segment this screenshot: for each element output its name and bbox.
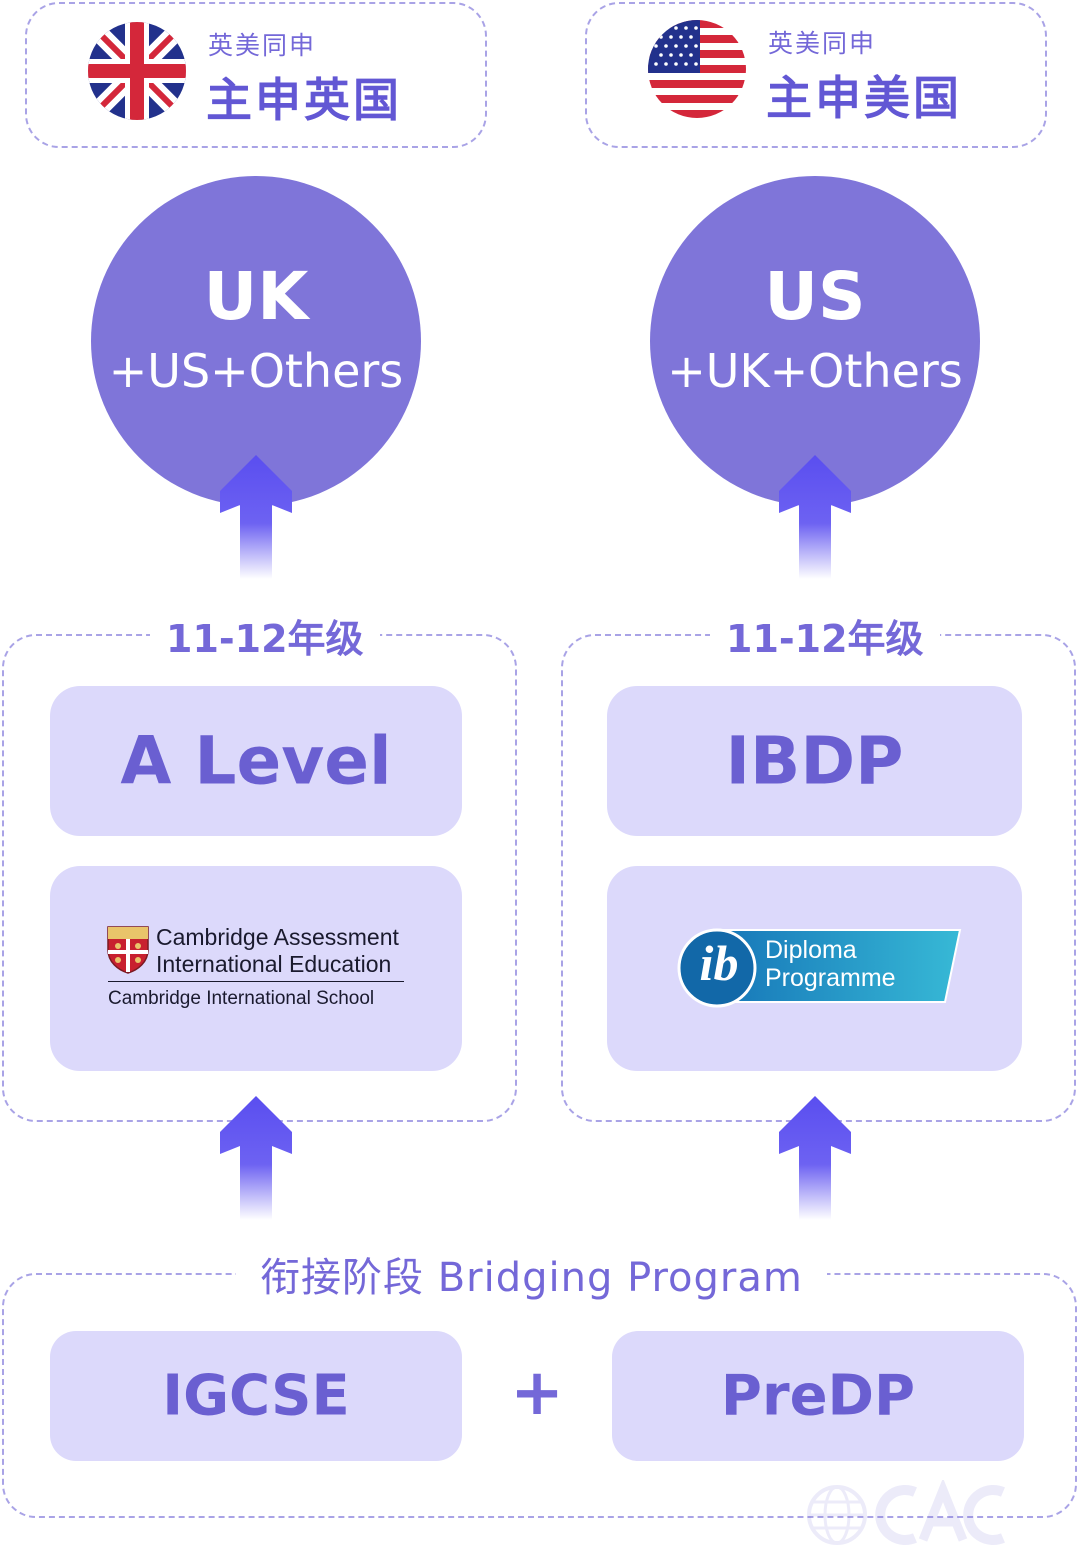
cambridge-logo-line2: International Education bbox=[156, 951, 392, 977]
watermark-logo-icon bbox=[807, 1480, 1005, 1545]
us-header-title: 主申美国 bbox=[766, 71, 962, 125]
ibdp-card: IBDP bbox=[607, 686, 1022, 836]
uk-circle-sub: +US+Others bbox=[108, 344, 404, 398]
ibdp-label: IBDP bbox=[725, 722, 904, 800]
cambridge-shield-icon bbox=[107, 926, 149, 974]
uk-header-box bbox=[25, 2, 487, 148]
left-grade-label: 11-12年级 bbox=[150, 608, 380, 663]
us-target-circle: US +UK+Others bbox=[650, 176, 980, 506]
plus-icon: + bbox=[510, 1356, 564, 1430]
ib-logo-line1: Diploma bbox=[765, 936, 857, 964]
us-circle-sub: +UK+Others bbox=[667, 344, 963, 398]
uk-target-circle: UK +US+Others bbox=[91, 176, 421, 506]
arrow-up-icon bbox=[779, 1096, 851, 1220]
us-header-box bbox=[585, 2, 1047, 148]
ib-mark: ib bbox=[699, 935, 739, 991]
cambridge-logo-line3: Cambridge International School bbox=[108, 988, 375, 1009]
ib-logo-line2: Programme bbox=[765, 964, 896, 992]
a-level-card: A Level bbox=[50, 686, 462, 836]
us-header-subtitle: 英美同申 bbox=[768, 29, 877, 58]
bridging-title: 衔接阶段 Bridging Program bbox=[236, 1245, 827, 1303]
predp-label: PreDP bbox=[720, 1363, 916, 1429]
igcse-label: IGCSE bbox=[162, 1363, 350, 1429]
igcse-card: IGCSE bbox=[50, 1331, 462, 1461]
uk-header-title: 主申英国 bbox=[206, 73, 402, 127]
us-circle-main: US bbox=[764, 258, 866, 335]
arrow-up-icon bbox=[220, 455, 292, 579]
us-flag-icon bbox=[648, 20, 746, 118]
uk-circle-main: UK bbox=[203, 258, 309, 335]
uk-header-subtitle: 英美同申 bbox=[208, 31, 317, 60]
cambridge-logo-divider bbox=[108, 981, 404, 982]
cambridge-logo-line1: Cambridge Assessment bbox=[156, 924, 399, 950]
uk-flag-icon bbox=[88, 22, 186, 120]
a-level-label: A Level bbox=[120, 722, 392, 800]
ib-ribbon-icon bbox=[677, 928, 962, 1008]
arrow-up-icon bbox=[220, 1096, 292, 1220]
ib-logo-card: ib Diploma Programme bbox=[607, 866, 1022, 1071]
right-grade-label: 11-12年级 bbox=[710, 608, 940, 663]
predp-card: PreDP bbox=[612, 1331, 1024, 1461]
cambridge-logo-card: Cambridge Assessment International Educa… bbox=[50, 866, 462, 1071]
arrow-up-icon bbox=[779, 455, 851, 579]
